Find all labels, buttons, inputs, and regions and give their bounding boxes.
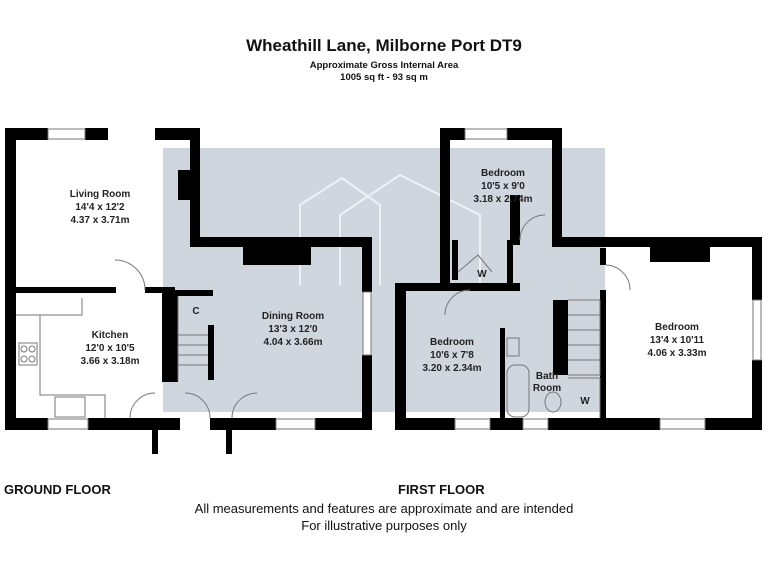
room-wardrobe-2: W	[580, 396, 590, 407]
svg-text:14'4 x 12'2: 14'4 x 12'2	[75, 202, 125, 213]
room-bathroom: Bath Room	[533, 371, 561, 394]
first-floor-walls	[395, 128, 762, 430]
first-floor-fixtures	[444, 128, 762, 430]
svg-text:4.37 x 3.71m: 4.37 x 3.71m	[71, 215, 130, 226]
svg-text:12'0 x 10'5: 12'0 x 10'5	[85, 343, 135, 354]
plan-title: Wheathill Lane, Milborne Port DT9	[246, 36, 522, 55]
svg-text:10'5 x 9'0: 10'5 x 9'0	[481, 181, 525, 192]
room-kitchen: Kitchen 12'0 x 10'5 3.66 x 3.18m	[81, 330, 140, 367]
svg-text:Living Room: Living Room	[70, 189, 131, 200]
room-bedroom-3: Bedroom 13'4 x 10'11 4.06 x 3.33m	[648, 322, 707, 359]
svg-text:Kitchen: Kitchen	[92, 330, 129, 341]
room-living: Living Room 14'4 x 12'2 4.37 x 3.71m	[70, 189, 131, 226]
plan-subtitle: Approximate Gross Internal Area	[309, 60, 459, 71]
svg-text:Dining Room: Dining Room	[262, 311, 324, 322]
disclaimer-line-2: For illustrative purposes only	[301, 518, 467, 533]
svg-text:Bedroom: Bedroom	[430, 337, 474, 348]
svg-text:Room: Room	[533, 383, 561, 394]
watermark-logo	[163, 148, 605, 412]
svg-text:4.04 x 3.66m: 4.04 x 3.66m	[264, 337, 323, 348]
svg-text:3.18 x 2.74m: 3.18 x 2.74m	[474, 194, 533, 205]
svg-text:Bath: Bath	[536, 371, 558, 382]
ground-floor-label: GROUND FLOOR	[4, 482, 111, 497]
room-bedroom-2: Bedroom 10'6 x 7'8 3.20 x 2.34m	[423, 337, 482, 374]
svg-text:13'4 x 10'11: 13'4 x 10'11	[650, 335, 705, 346]
room-bedroom-1: Bedroom 10'5 x 9'0 3.18 x 2.74m	[474, 168, 533, 205]
plan-area: 1005 sq ft - 93 sq m	[340, 72, 428, 83]
ground-floor-fixtures	[16, 128, 372, 430]
svg-text:Bedroom: Bedroom	[481, 168, 525, 179]
svg-text:Bedroom: Bedroom	[655, 322, 699, 333]
room-dining: Dining Room 13'3 x 12'0 4.04 x 3.66m	[262, 311, 324, 348]
svg-text:3.20 x 2.34m: 3.20 x 2.34m	[423, 363, 482, 374]
svg-text:13'3 x 12'0: 13'3 x 12'0	[268, 324, 318, 335]
room-cupboard: C	[192, 306, 199, 317]
first-floor-label: FIRST FLOOR	[398, 482, 485, 497]
svg-text:3.66 x 3.18m: 3.66 x 3.18m	[81, 356, 140, 367]
room-wardrobe-1: W	[477, 269, 487, 280]
ground-floor-walls	[5, 128, 372, 454]
svg-text:4.06 x 3.33m: 4.06 x 3.33m	[648, 348, 707, 359]
disclaimer-line-1: All measurements and features are approx…	[194, 501, 574, 516]
svg-text:10'6 x 7'8: 10'6 x 7'8	[430, 350, 474, 361]
